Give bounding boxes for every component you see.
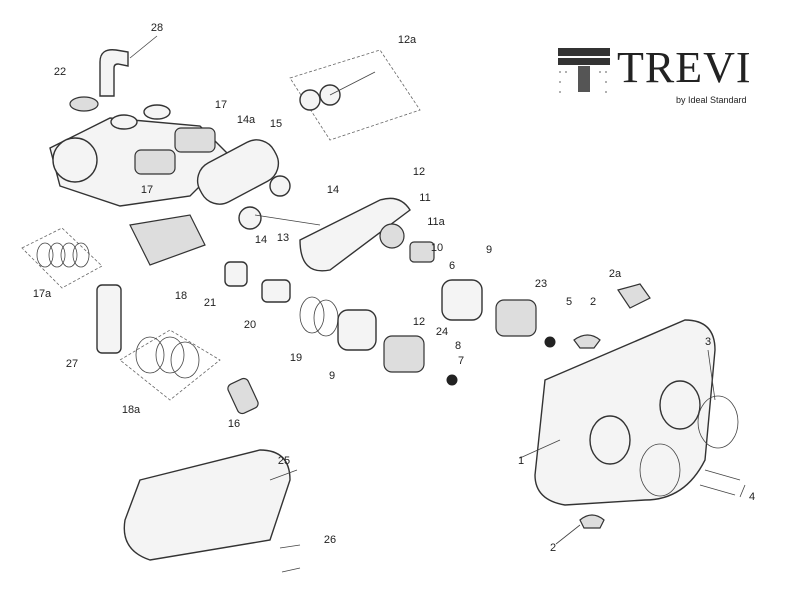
part-label: 20 xyxy=(243,319,257,331)
part-17-lower xyxy=(134,149,176,175)
part-27-extension xyxy=(96,284,122,354)
part-label: 23 xyxy=(534,278,548,290)
part-label: 28 xyxy=(150,22,164,34)
part-21 xyxy=(224,261,248,287)
part-15-gasket xyxy=(196,139,280,205)
part-label: 12 xyxy=(412,166,426,178)
part-label: 22 xyxy=(53,66,67,78)
part-24 xyxy=(383,335,425,373)
part-label: 17a xyxy=(32,288,52,300)
part-22-cap xyxy=(69,96,99,112)
part-label: 2 xyxy=(549,542,557,554)
part-label: 10 xyxy=(430,242,444,254)
part-label: 12a xyxy=(397,34,417,46)
part-label: 4 xyxy=(748,491,756,503)
part-label: 7 xyxy=(457,355,465,367)
part-1-faceplate xyxy=(534,319,716,506)
part-label: 2 xyxy=(589,296,597,308)
part-label: 21 xyxy=(203,297,217,309)
logo-subtitle: by Ideal Standard xyxy=(676,95,747,105)
part-label: 9 xyxy=(485,244,493,256)
part-label: 8 xyxy=(454,340,462,352)
part-label: 12 xyxy=(412,316,426,328)
part-label: 19 xyxy=(289,352,303,364)
valve-body-port xyxy=(52,137,98,183)
part-label: 18 xyxy=(174,290,188,302)
part-9-upper xyxy=(441,279,483,321)
part-10 xyxy=(409,241,435,263)
part-label: 24 xyxy=(435,326,449,338)
part-label: 25 xyxy=(277,455,291,467)
part-label: 15 xyxy=(269,118,283,130)
part-label: 27 xyxy=(65,358,79,370)
part-17-upper xyxy=(174,127,216,153)
part-28-elbow xyxy=(99,49,129,97)
part-18-cartridge xyxy=(129,214,206,266)
part-20 xyxy=(261,279,291,303)
part-label: 11 xyxy=(419,192,431,204)
part-23 xyxy=(495,299,537,337)
part-label: 3 xyxy=(704,336,712,348)
part-label: 9 xyxy=(328,370,336,382)
part-label: 14a xyxy=(236,114,256,126)
detail-box-12a xyxy=(289,49,421,141)
part-label: 5 xyxy=(565,296,573,308)
part-label: 26 xyxy=(323,534,337,546)
part-label: 14 xyxy=(326,184,340,196)
logo-dot-grid xyxy=(558,48,610,93)
part-label: 13 xyxy=(276,232,290,244)
part-label: 11a xyxy=(427,216,445,228)
part-label: 1 xyxy=(517,455,525,467)
part-16 xyxy=(227,377,259,415)
logo-brand: TREVI xyxy=(617,43,752,92)
part-2-clip xyxy=(579,514,605,529)
part-9-lower xyxy=(337,309,377,351)
part-label: 16 xyxy=(227,418,241,430)
part-label: 18a xyxy=(121,404,141,416)
part-label: 2a xyxy=(608,268,622,280)
part-label: 6 xyxy=(448,260,456,272)
part-11-cover xyxy=(299,197,411,272)
part-label: 14 xyxy=(254,234,268,246)
part-label: 17 xyxy=(214,99,228,111)
part-25-cover xyxy=(123,449,291,561)
part-label: 17 xyxy=(140,184,154,196)
